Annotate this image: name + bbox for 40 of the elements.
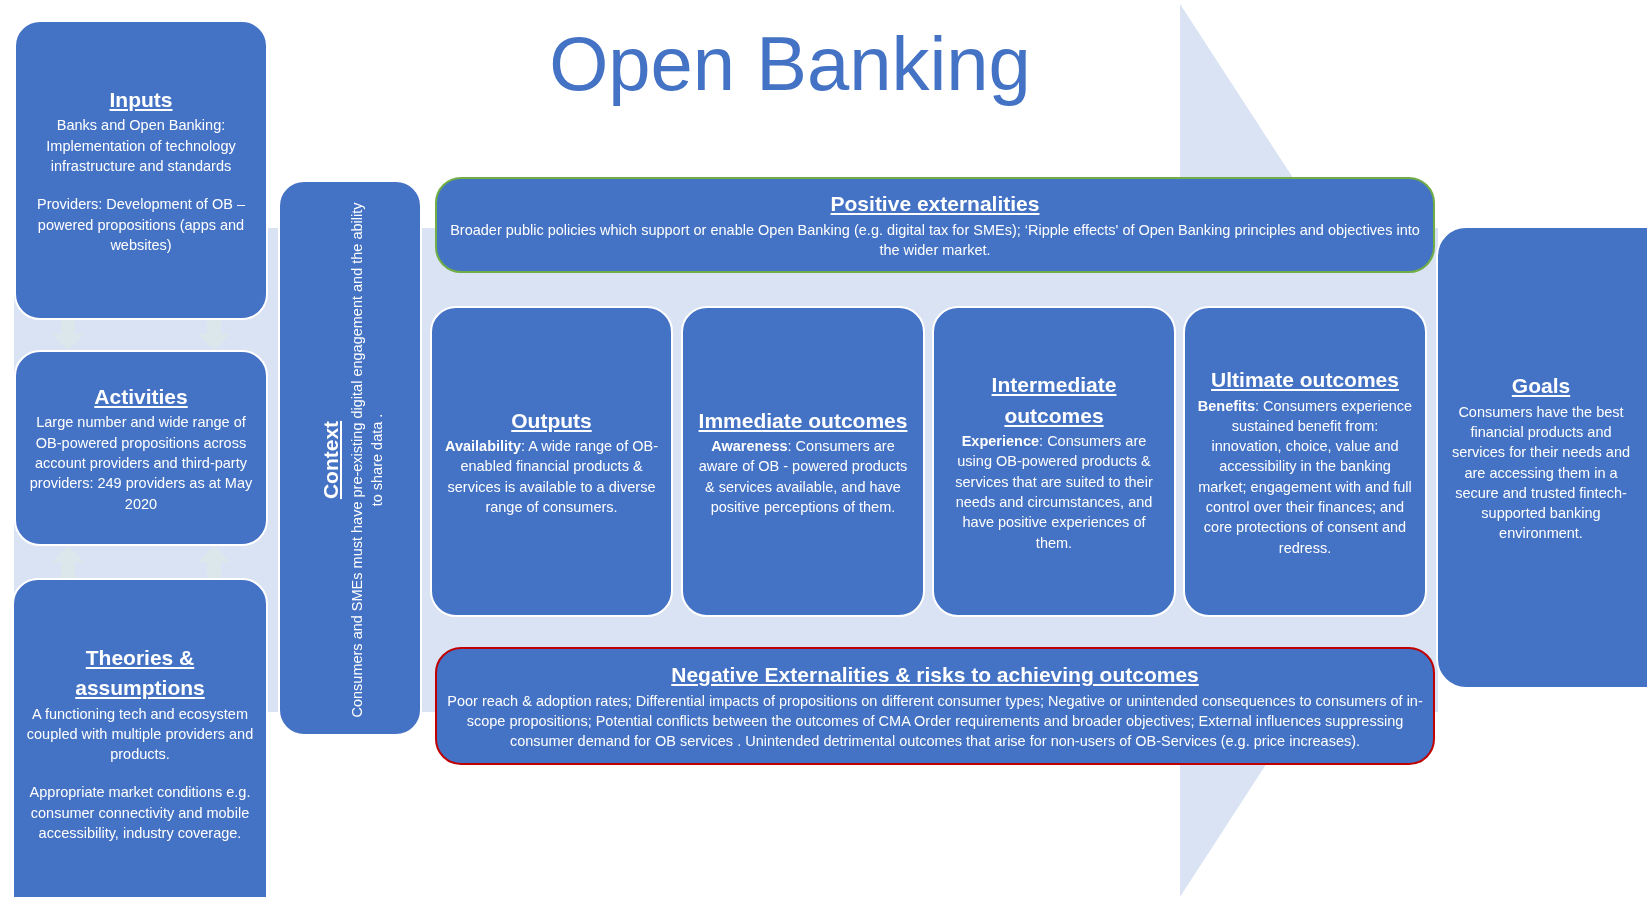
box-heading: Ultimate outcomes [1211, 367, 1399, 394]
box-heading: Positive externalities [830, 191, 1040, 218]
box-text: Broader public policies which support or enable Open Banking (e.g. digital tax for SMEs); ‘Ripple effects' of Open Banking principles and objectives into the wider market. [449, 220, 1421, 261]
box-heading: Outputs [511, 407, 592, 434]
block-arrow [198, 546, 230, 578]
process-box [278, 180, 422, 736]
process-box [430, 306, 673, 617]
box-text: Consumers and SMEs must have pre-existing digital engagement and the ability to share data . [347, 201, 387, 720]
process-box [12, 578, 268, 897]
process-box [1183, 306, 1427, 617]
box-heading: Goals [1511, 373, 1571, 400]
box-heading: Theories & assumptions [74, 644, 206, 702]
box-text: Benefits: Consumers experience sustained benefit from: innovation, choice, value and accessibility in the banking market; engagement with and full control over their finances; and core protections of consent and redress. [1196, 396, 1414, 558]
box-text: Availability: A wide range of OB-enabled financial products & services is available to a diverse range of consumers. [443, 437, 660, 517]
box-text: Consumers have the best financial products and services for their needs and are accessing them in a secure and trusted fintech-supported banking environment. [1450, 402, 1632, 544]
process-box [435, 177, 1435, 273]
box-heading: Immediate outcomes [698, 407, 908, 434]
process-box [681, 306, 925, 617]
process-box [932, 306, 1176, 617]
box-text: Poor reach & adoption rates; Differential impacts of propositions on different consumer types; Negative or unintended consequences to consumers of in-scope propositions; Potential conflicts between the outcomes of CMA Order requirements and broader objectives; External influences suppressing consumer demand for OB services . Unintended detrimental outcomes that arise for non-users of OB-Services (e.g. price increases). [447, 691, 1423, 752]
box-text: Providers: Development of OB –powered propositions (apps and websites) [36, 195, 246, 255]
block-arrow [52, 546, 84, 578]
diagram-title: Open Banking [548, 20, 1032, 108]
box-text: Banks and Open Banking: Implementation of technology infrastructure and standards [45, 116, 237, 176]
block-arrow [52, 320, 84, 350]
box-heading: Negative Externalities & risks to achieving outcomes [671, 662, 1199, 689]
box-text: A functioning tech and ecosystem coupled with multiple providers and products. [25, 704, 255, 765]
box-heading: Intermediate outcomes [990, 372, 1118, 429]
box-heading: Inputs [109, 86, 173, 113]
block-arrow [198, 320, 230, 350]
process-box [1436, 226, 1647, 689]
box-text: Appropriate market conditions e.g. consumer connectivity and mobile accessibility, industry coverage. [28, 783, 252, 844]
box-text: Awareness: Consumers are aware of OB - powered products & services available, and have positive perceptions of them. [697, 437, 909, 517]
process-box [14, 20, 268, 320]
process-box [14, 350, 268, 546]
process-box [435, 647, 1435, 765]
box-heading: Activities [94, 384, 188, 411]
box-text: Experience: Consumers are using OB-powered products & services that are suited to their needs and circumstances, and have positive experiences of them. [954, 432, 1154, 553]
box-text: Large number and wide range of OB-powered propositions across account providers and third-party providers: 249 providers as at May 2020 [28, 413, 254, 514]
box-heading: Context [318, 420, 344, 500]
